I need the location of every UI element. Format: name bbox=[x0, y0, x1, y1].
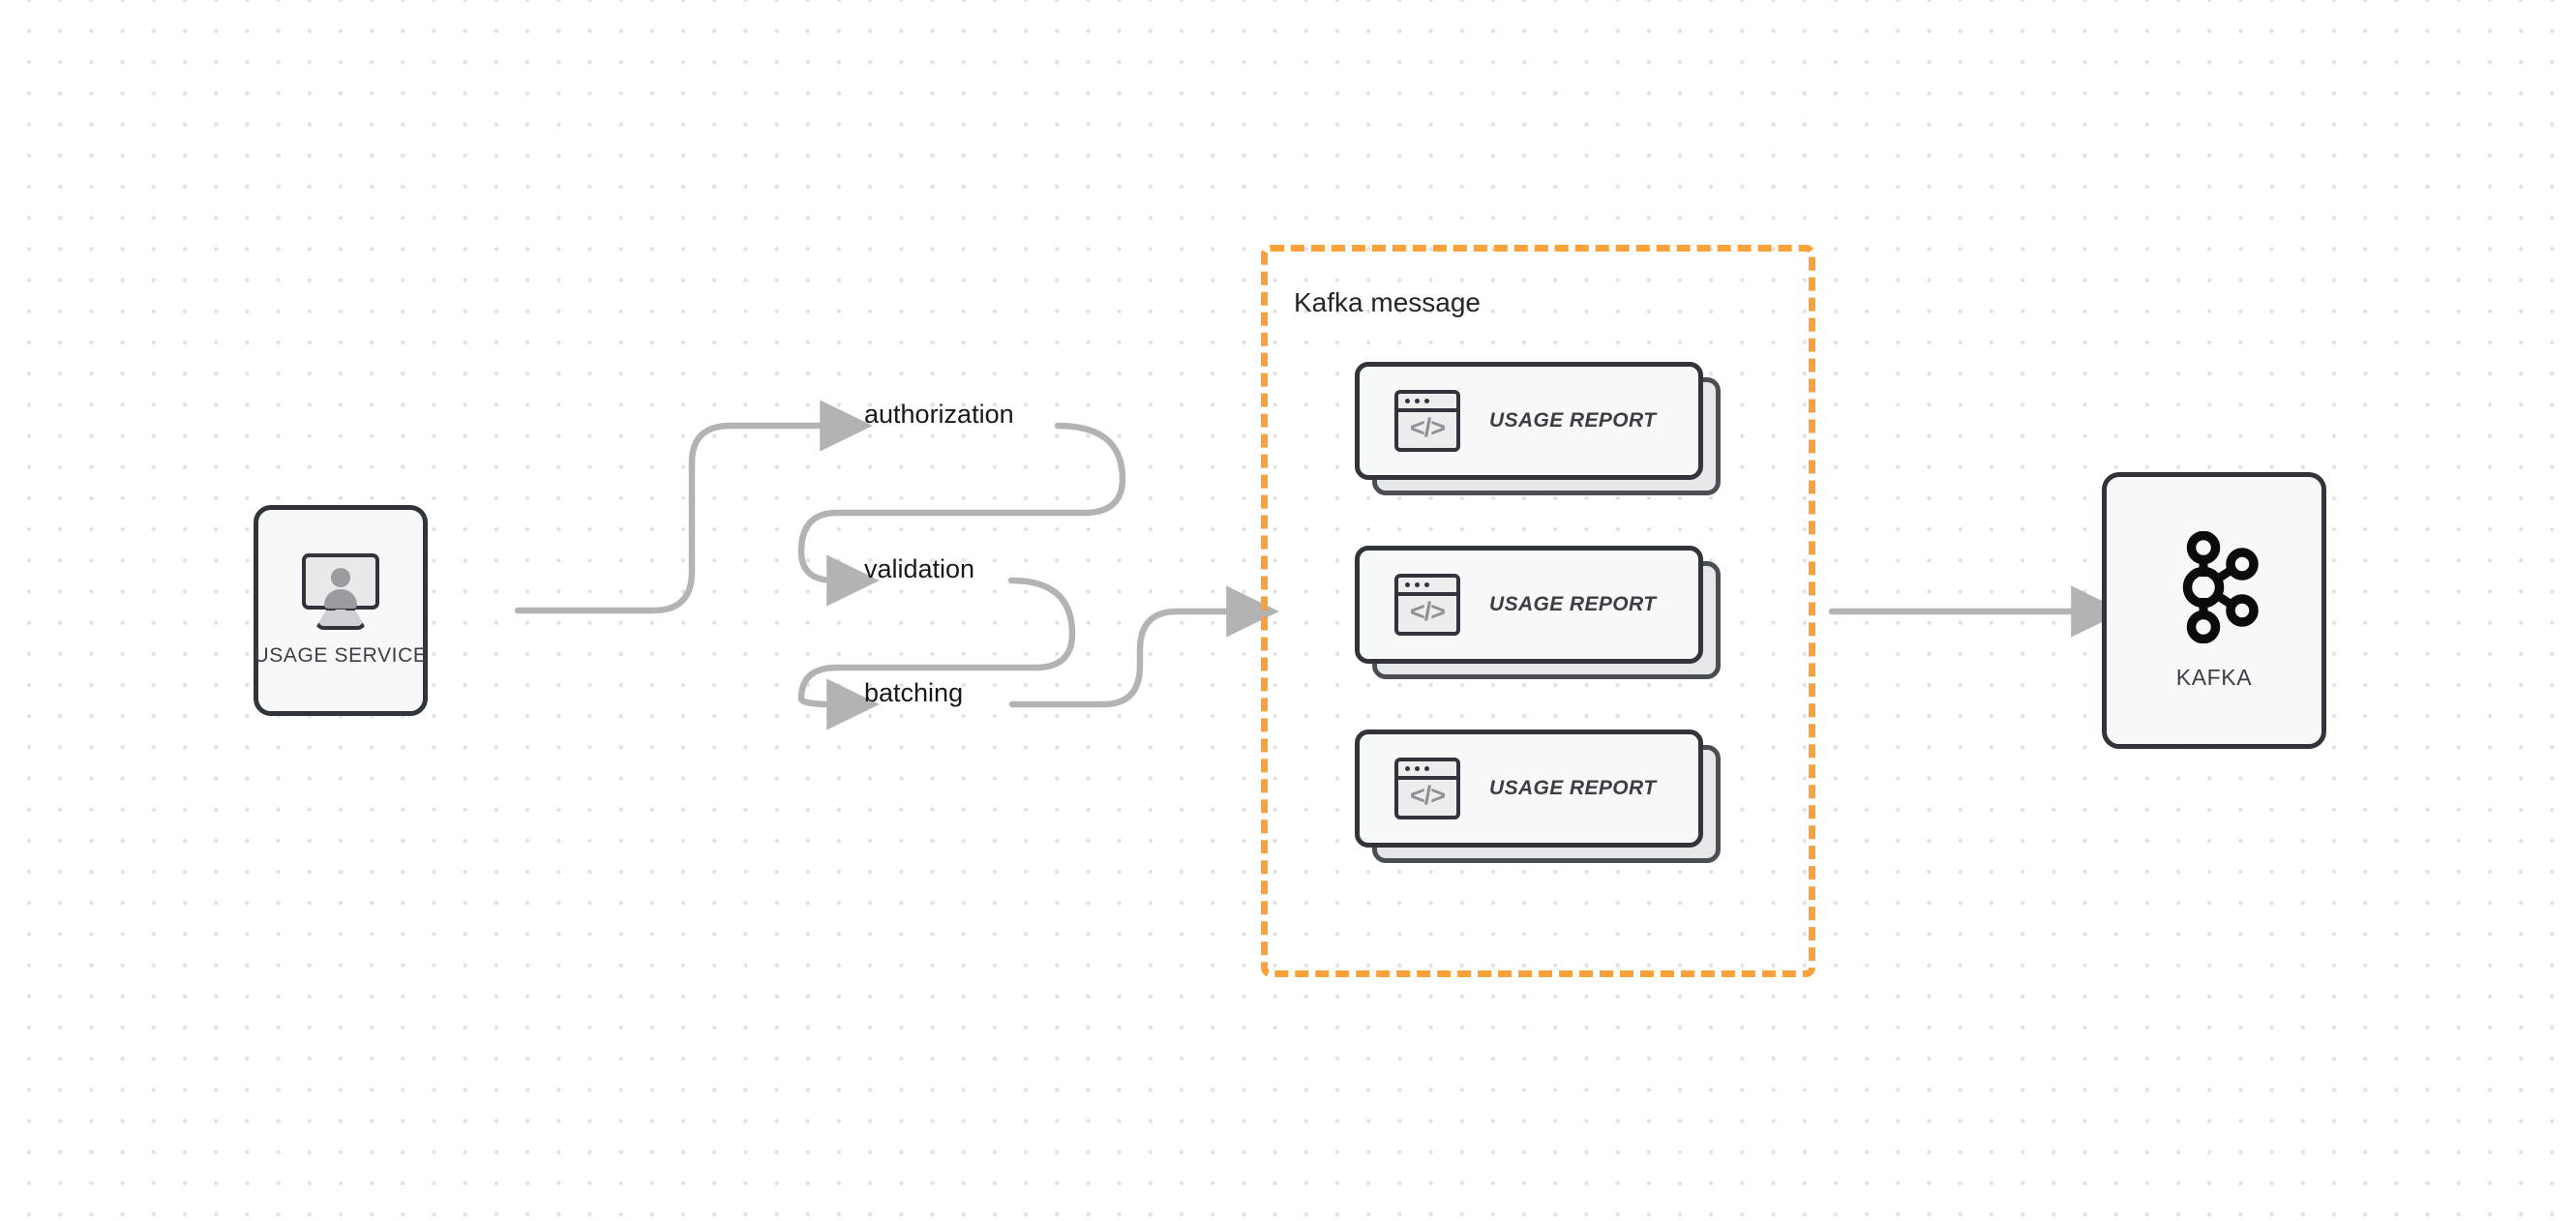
usage-report-card[interactable]: </> USAGE REPORT bbox=[1355, 362, 1721, 495]
node-usage-service-label: USAGE SERVICE bbox=[254, 644, 428, 667]
pipeline-step-validation[interactable]: validation bbox=[864, 554, 975, 583]
usage-report-card-label: USAGE REPORT bbox=[1489, 409, 1657, 432]
connector-service-to-authorization bbox=[514, 400, 873, 614]
connector-validation-to-batching bbox=[797, 577, 1076, 730]
node-kafka-label: KAFKA bbox=[2175, 664, 2253, 690]
connector-batching-to-kafka-message bbox=[1008, 585, 1279, 708]
connector-authorization-to-validation bbox=[797, 422, 1126, 607]
usage-report-card-label: USAGE REPORT bbox=[1489, 593, 1657, 615]
node-usage-service[interactable]: USAGE SERVICE bbox=[254, 505, 428, 716]
kafka-logo-icon bbox=[2182, 530, 2259, 643]
usage-report-card[interactable]: </> USAGE REPORT bbox=[1355, 546, 1721, 679]
code-window-icon: </> bbox=[1394, 390, 1460, 452]
monitor-user-icon bbox=[296, 553, 385, 630]
code-window-icon: </> bbox=[1394, 758, 1460, 819]
kafka-message-group bbox=[1261, 245, 1815, 977]
usage-report-card[interactable]: </> USAGE REPORT bbox=[1355, 730, 1721, 863]
kafka-message-title: Kafka message bbox=[1294, 287, 1481, 317]
pipeline-step-authorization[interactable]: authorization bbox=[864, 400, 1014, 429]
usage-report-card-label: USAGE REPORT bbox=[1489, 777, 1657, 799]
pipeline-step-batching[interactable]: batching bbox=[864, 678, 964, 707]
node-kafka[interactable]: KAFKA bbox=[2102, 472, 2326, 749]
code-window-icon: </> bbox=[1394, 574, 1460, 636]
